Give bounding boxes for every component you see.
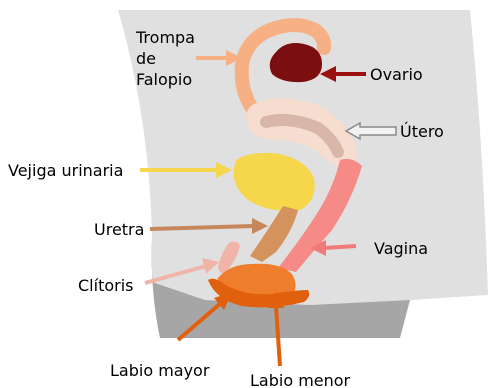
label-trompa-line2: de (136, 49, 156, 68)
label-ovary: Ovario (370, 65, 423, 84)
label-trompa-line1: Trompa (135, 28, 195, 47)
label-vagina: Vagina (374, 239, 428, 258)
label-urethra: Uretra (94, 220, 144, 239)
label-trompa-line3: Falopio (136, 70, 192, 89)
label-bladder: Vejiga urinaria (8, 161, 123, 180)
label-clitoris: Clítoris (78, 276, 133, 295)
label-labia-minora: Labio menor (250, 371, 351, 388)
label-labia-majora: Labio mayor (110, 361, 210, 380)
label-uterus: Útero (400, 122, 444, 141)
